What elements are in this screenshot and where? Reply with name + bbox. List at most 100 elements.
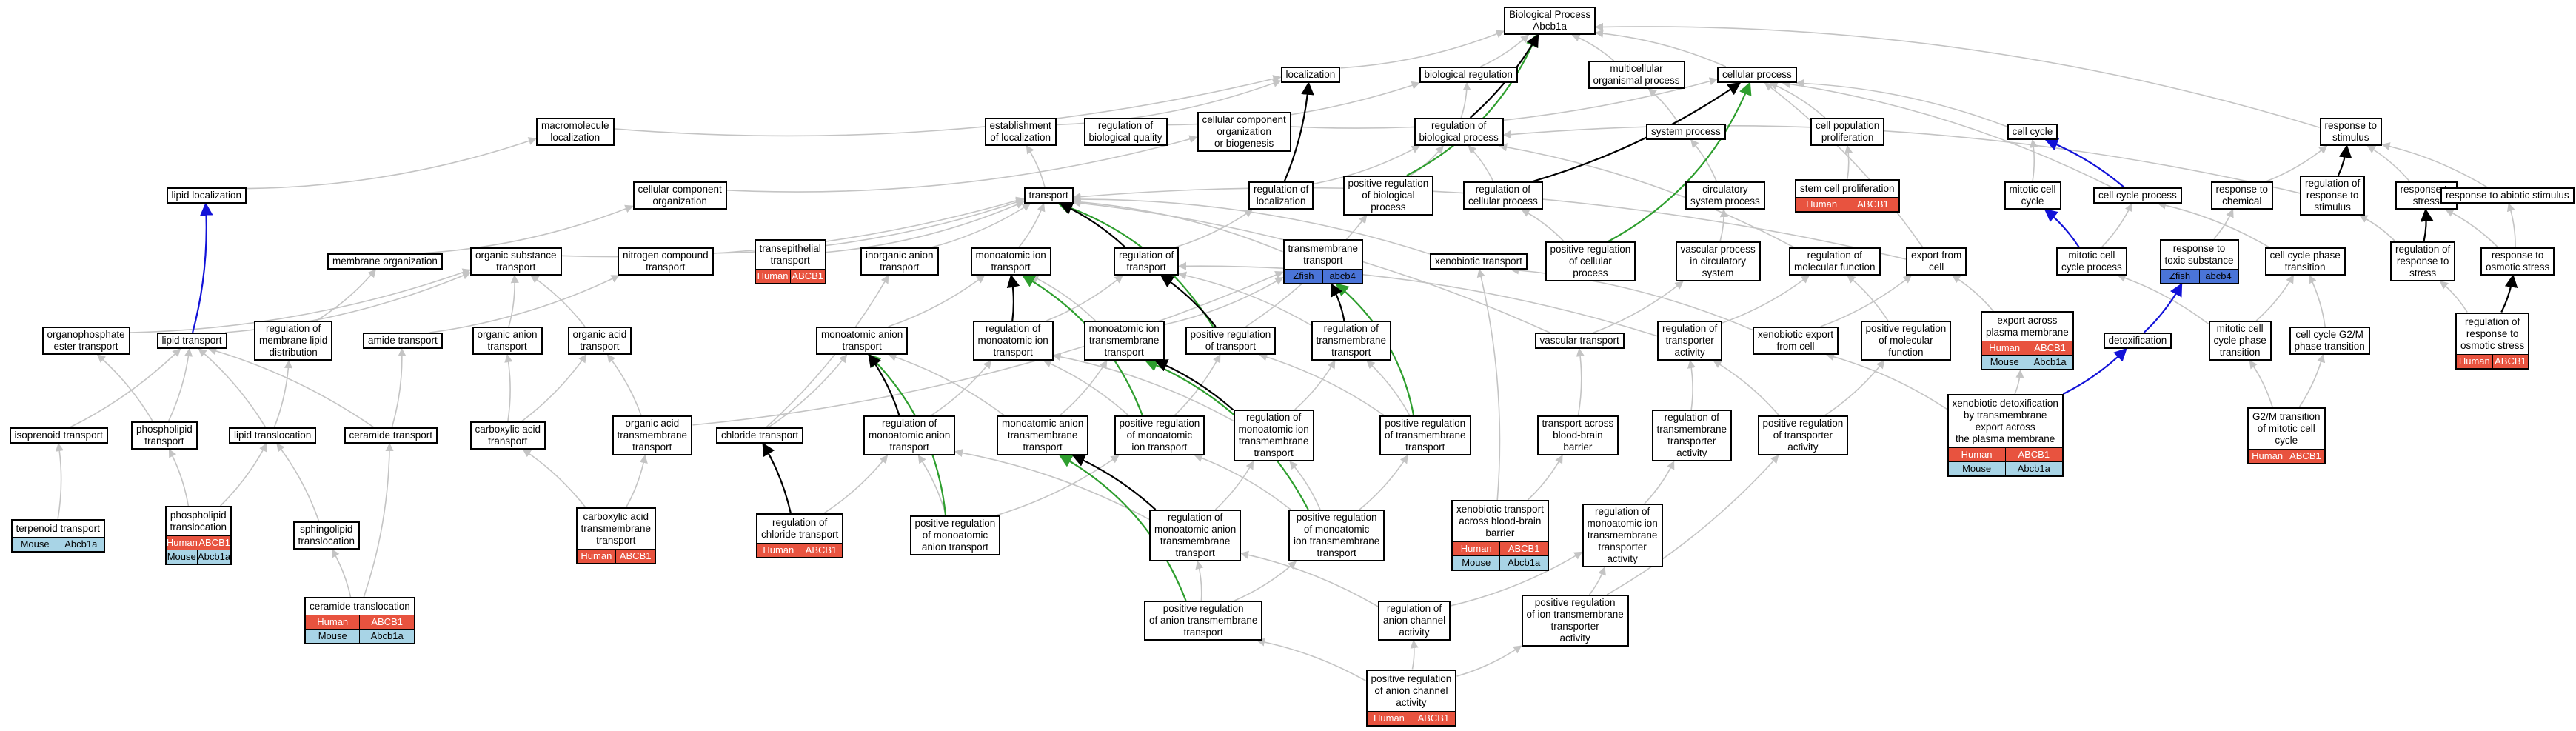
go-term-organacid[interactable]: organic acid transport: [567, 327, 632, 355]
go-term-chloride[interactable]: chloride transport: [716, 427, 804, 444]
go-term-posregtransport[interactable]: positive regulation of transport: [1185, 327, 1277, 355]
go-term-nitro[interactable]: nitrogen compound transport: [618, 247, 714, 276]
go-term-inorganion[interactable]: inorganic anion transport: [860, 247, 939, 276]
go-term-transbbb[interactable]: transport across blood-brain barrier: [1536, 415, 1619, 455]
go-term-posreganiontm[interactable]: positive regulation of anion transmembra…: [1144, 601, 1263, 641]
go-term-respstim[interactable]: response to stimulus: [2319, 118, 2383, 146]
go-term-macroloc[interactable]: macromolecule localization: [536, 118, 615, 146]
go-term-cellcycle[interactable]: cell cycle: [2007, 124, 2058, 140]
go-term-mitccphase[interactable]: mitotic cell cycle phase transition: [2208, 321, 2272, 361]
go-term-xenodetox[interactable]: xenobiotic detoxification by transmembra…: [1947, 394, 2064, 477]
go-term-vascproc[interactable]: vascular process in circulatory system: [1675, 241, 1761, 281]
go-term-regmembrlipid[interactable]: regulation of membrane lipid distributio…: [254, 321, 333, 361]
go-term-detox[interactable]: detoxification: [2103, 333, 2172, 349]
go-term-respchem[interactable]: response to chemical: [2210, 181, 2274, 210]
go-term-regqual[interactable]: regulation of biological quality: [1083, 118, 1168, 146]
go-term-posregmonoion[interactable]: positive regulation of monoatomic ion tr…: [1114, 415, 1205, 455]
go-term-posregcp[interactable]: positive regulation of cellular process: [1545, 241, 1636, 281]
go-term-posregmolfun[interactable]: positive regulation of molecular functio…: [1860, 321, 1952, 361]
go-term-organophos[interactable]: organophosphate ester transport: [41, 327, 130, 355]
go-term-xenotransport[interactable]: xenobiotic transport: [1430, 253, 1528, 270]
go-term-posregiontmtransporter[interactable]: positive regulation of ion transmembrane…: [1521, 595, 1629, 647]
go-term-sysproc[interactable]: system process: [1646, 124, 1726, 140]
go-term-ccphasetrans[interactable]: cell cycle phase transition: [2264, 247, 2346, 276]
go-term-multicell[interactable]: multicellular organismal process: [1588, 61, 1685, 89]
go-term-xenobbb[interactable]: xenobiotic transport across blood-brain …: [1451, 500, 1549, 571]
go-term-estloc[interactable]: establishment of localization: [984, 118, 1057, 146]
go-term-regmonoiontmtransporter[interactable]: regulation of monoatomic ion transmembra…: [1582, 504, 1663, 567]
go-term-ccorg[interactable]: cellular component organization: [632, 181, 727, 210]
go-term-ccob[interactable]: cellular component organization or bioge…: [1197, 112, 1291, 152]
go-term-regcp[interactable]: regulation of cellular process: [1463, 181, 1543, 210]
go-term-phosphotransport[interactable]: phospholipid transport: [131, 421, 198, 450]
go-term-monoanion[interactable]: monoatomic anion transport: [816, 327, 909, 355]
go-term-membrorg[interactable]: membrane organization: [327, 253, 443, 270]
go-term-respabiotic[interactable]: response to abiotic stimulus: [2440, 187, 2575, 204]
go-term-regtransporter[interactable]: regulation of transporter activity: [1657, 321, 1723, 361]
go-term-circ[interactable]: circulatory system process: [1685, 181, 1765, 210]
go-term-posregtm[interactable]: positive regulation of transmembrane tra…: [1379, 415, 1471, 455]
go-term-regmonoanion[interactable]: regulation of monoatomic anion transport: [863, 415, 956, 455]
go-term-respos[interactable]: response to osmotic stress: [2480, 247, 2555, 276]
go-term-exportcell[interactable]: export from cell: [1906, 247, 1967, 276]
go-term-regtmtransporter[interactable]: regulation of transmembrane transporter …: [1651, 410, 1733, 461]
go-term-organanion[interactable]: organic anion transport: [472, 327, 543, 355]
go-term-cellproc[interactable]: cellular process: [1717, 67, 1797, 83]
go-term-oatm[interactable]: organic acid transmembrane transport: [612, 415, 693, 455]
go-term-label: regulation of monoatomic ion transmembra…: [1588, 506, 1658, 565]
go-term-posreganionchannel[interactable]: positive regulation of anion channel act…: [1365, 669, 1457, 727]
go-term-g2m[interactable]: cell cycle G2/M phase transition: [2289, 327, 2370, 355]
go-term-lipidtransport[interactable]: lipid transport: [156, 333, 227, 349]
go-term-regmonoaniontm[interactable]: regulation of monoatomic anion transmemb…: [1149, 510, 1242, 561]
go-term-regmonoion[interactable]: regulation of monoatomic ion transport: [972, 321, 1054, 361]
go-term-regrespos[interactable]: regulation of response to osmotic stress…: [2455, 312, 2530, 370]
go-term-sphingo[interactable]: sphingolipid translocation: [292, 521, 361, 550]
go-term-ccproc[interactable]: cell cycle process: [2093, 187, 2182, 204]
go-term-posregtransporter[interactable]: positive regulation of transporter activ…: [1757, 415, 1849, 455]
go-term-loc[interactable]: localization: [1280, 67, 1341, 83]
go-term-orgsub[interactable]: organic substance transport: [470, 247, 562, 276]
go-term-regmonoiontm[interactable]: regulation of monoatomic ion transmembra…: [1233, 410, 1314, 461]
go-term-bp[interactable]: Biological Process Abcb1a: [1504, 7, 1596, 35]
go-term-label-text: macromolecule localization: [541, 120, 609, 143]
go-term-regrespstress[interactable]: regulation of response to stress: [2390, 241, 2456, 281]
go-term-regmolfun[interactable]: regulation of molecular function: [1789, 247, 1881, 276]
go-term-monoion[interactable]: monoatomic ion transport: [970, 247, 1051, 276]
go-term-regbp[interactable]: regulation of biological process: [1414, 118, 1504, 146]
go-term-lipidtransloc[interactable]: lipid translocation: [229, 427, 317, 444]
go-term-cellpop[interactable]: cell population proliferation: [1810, 118, 1885, 146]
go-term-ceramidetransport[interactable]: ceramide transport: [344, 427, 438, 444]
species-label: Human: [1453, 542, 1500, 555]
go-term-mitcc[interactable]: mitotic cell cycle: [2004, 181, 2061, 210]
go-term-transport[interactable]: transport: [1023, 187, 1074, 204]
go-term-regloc[interactable]: regulation of localization: [1248, 181, 1314, 210]
go-term-lipidloc[interactable]: lipid localization: [166, 187, 247, 204]
go-term-monoiontm[interactable]: monoatomic ion transmembrane transport: [1083, 321, 1165, 361]
go-term-monoaniontm[interactable]: monoatomic anion transmembrane transport: [997, 415, 1089, 455]
go-term-isopren[interactable]: isoprenoid transport: [9, 427, 108, 444]
go-term-amide[interactable]: amide transport: [363, 333, 443, 349]
go-term-regtmtransport[interactable]: regulation of transmembrane transport: [1311, 321, 1392, 361]
go-term-regresp[interactable]: regulation of response to stimulus: [2300, 176, 2366, 216]
go-term-posregmonoiontm[interactable]: positive regulation of monoatomic ion tr…: [1288, 510, 1385, 561]
go-term-posregbp[interactable]: positive regulation of biological proces…: [1342, 176, 1434, 216]
go-term-carbox[interactable]: carboxylic acid transport: [469, 421, 546, 450]
go-term-regtransport[interactable]: regulation of transport: [1114, 247, 1180, 276]
go-term-vasctransport[interactable]: vascular transport: [1534, 333, 1625, 349]
go-term-posregmonoanion[interactable]: positive regulation of monoatomic anion …: [909, 515, 1001, 555]
go-term-mitccproc[interactable]: mitotic cell cycle process: [2056, 247, 2127, 276]
go-term-xenoexport[interactable]: xenobiotic export from cell: [1753, 327, 1839, 355]
go-term-reganionchannel[interactable]: regulation of anion channel activity: [1378, 601, 1451, 641]
go-term-bioreg[interactable]: biological regulation: [1419, 67, 1518, 83]
